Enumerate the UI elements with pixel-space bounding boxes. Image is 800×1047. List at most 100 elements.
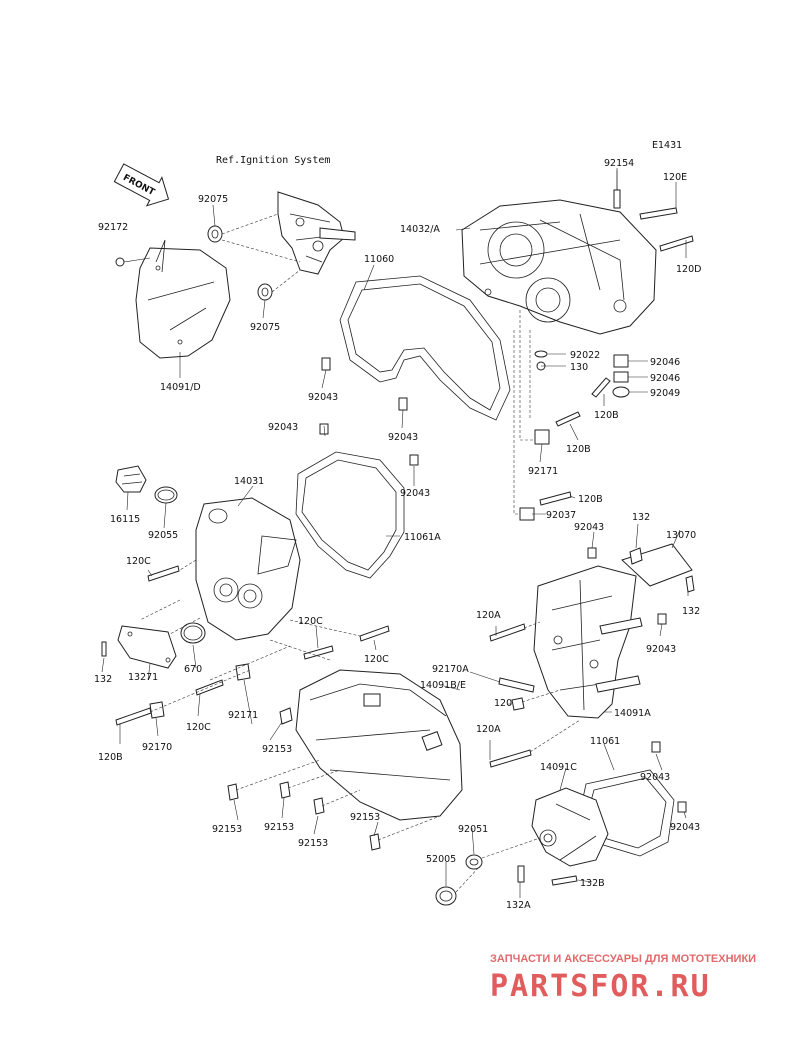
bolt-120B-b <box>555 411 581 427</box>
bolt-120A-a <box>489 623 526 642</box>
label-52005: 52005 <box>426 854 456 865</box>
bolt-120C-b <box>303 645 334 660</box>
label-92043-f: 92043 <box>646 644 676 655</box>
label-92153-d: 92153 <box>298 838 328 849</box>
outer-cover-14091BE-part <box>295 669 463 821</box>
label-120B-d: 120B <box>98 752 123 763</box>
label-120B-b: 120B <box>566 444 591 455</box>
label-670: 670 <box>184 664 202 675</box>
label-120: 120 <box>494 698 512 709</box>
bolt-120B-a <box>591 377 611 398</box>
bolt-92153-d <box>313 797 325 815</box>
dowel-92043-d <box>409 454 419 466</box>
washer-92049 <box>612 386 630 398</box>
label-120A-a: 120A <box>476 610 501 621</box>
clamp-92171-b <box>235 663 251 681</box>
front-arrow-icon: FRONT <box>113 163 170 207</box>
label-132B: 132B <box>580 878 605 889</box>
dowel-92043-e <box>587 547 597 559</box>
cover-14091D-part <box>135 239 231 359</box>
label-14091D: 14091/D <box>160 382 201 393</box>
label-132-b: 132 <box>632 512 650 523</box>
dowel-92043-g <box>651 741 661 753</box>
label-120C-a: 120C <box>126 556 151 567</box>
grommet-92075-a <box>207 225 223 243</box>
label-92037: 92037 <box>546 510 576 521</box>
dowel-92043-h <box>677 801 687 813</box>
label-92051: 92051 <box>458 824 488 835</box>
label-92171-b: 92171 <box>228 710 258 721</box>
label-92043-c: 92043 <box>268 422 298 433</box>
grommet-92075-b <box>257 283 273 301</box>
label-92153-a: 92153 <box>262 744 292 755</box>
bolt-120B-d <box>115 707 152 726</box>
label-92153-c: 92153 <box>264 822 294 833</box>
label-92043-h: 92043 <box>670 822 700 833</box>
label-120C-b: 120C <box>298 616 323 627</box>
label-92170: 92170 <box>142 742 172 753</box>
bolt-120D <box>659 235 694 252</box>
label-92153-e: 92153 <box>350 812 380 823</box>
bolt-132-a <box>101 641 107 657</box>
bolt-120E <box>639 207 678 220</box>
clamp-92171 <box>534 429 550 445</box>
label-120B-a: 120B <box>594 410 619 421</box>
label-14031: 14031 <box>234 476 264 487</box>
bolt-120A-b <box>489 749 532 768</box>
label-92043-b: 92043 <box>388 432 418 443</box>
bolt-120C-a <box>147 565 180 582</box>
label-132-c: 132 <box>682 606 700 617</box>
dowel-92043-b <box>398 397 408 411</box>
bolt-92153-b <box>227 783 239 801</box>
gasket-11060-part <box>339 275 511 421</box>
gasket-11061A-part <box>295 451 405 579</box>
label-132A: 132A <box>506 900 531 911</box>
bolt-132A <box>517 865 525 883</box>
label-16115: 16115 <box>110 514 140 525</box>
diagram-code: E1431 <box>652 140 682 151</box>
label-92170A: 92170A <box>432 664 469 675</box>
label-14091C: 14091C <box>540 762 577 773</box>
label-120D: 120D <box>676 264 701 275</box>
cap-16115-part <box>115 465 147 493</box>
label-13271: 13271 <box>128 672 158 683</box>
washer-92022 <box>534 350 548 358</box>
label-92171-a: 92171 <box>528 466 558 477</box>
seal-52005 <box>435 886 457 906</box>
seal-92051 <box>465 854 483 870</box>
bolt-120C-d <box>195 679 224 696</box>
bolt-132B <box>551 875 578 886</box>
label-120C-c: 120C <box>364 654 389 665</box>
watermark-brand: PARTSFOR.RU <box>490 969 711 1004</box>
bolt-132-b <box>629 547 643 565</box>
label-14091BE: 14091B/E <box>420 680 466 691</box>
label-92043-a: 92043 <box>308 392 338 403</box>
ref-ignition-system: Ref.Ignition System <box>216 155 330 166</box>
label-92075-a: 92075 <box>198 194 228 205</box>
bolt-132-c <box>685 575 695 593</box>
clamp-92170 <box>149 701 165 719</box>
label-92075-b: 92075 <box>250 322 280 333</box>
dowel-92043-f <box>657 613 667 625</box>
label-120A-b: 120A <box>476 724 501 735</box>
bolt-120 <box>511 697 525 711</box>
label-130: 130 <box>570 362 588 373</box>
label-120E: 120E <box>663 172 687 183</box>
label-92043-e: 92043 <box>574 522 604 533</box>
bolt-92154 <box>613 189 621 209</box>
spacer-92046-a <box>613 354 629 368</box>
label-92046-b: 92046 <box>650 373 680 384</box>
label-120B-c: 120B <box>578 494 603 505</box>
bolt-92153-e <box>369 833 381 851</box>
label-92046-a: 92046 <box>650 357 680 368</box>
label-11061: 11061 <box>590 736 620 747</box>
cover-14091C-part <box>531 787 609 867</box>
label-92043-d: 92043 <box>400 488 430 499</box>
label-14032A: 14032/A <box>400 224 440 235</box>
label-92043-g: 92043 <box>640 772 670 783</box>
dowel-92043-a <box>321 357 331 371</box>
label-92153-b: 92153 <box>212 824 242 835</box>
rod-92170A <box>498 677 535 693</box>
watermark-caption: ЗАПЧАСТИ И АКСЕССУАРЫ ДЛЯ МОТОТЕХНИКИ <box>490 953 756 965</box>
